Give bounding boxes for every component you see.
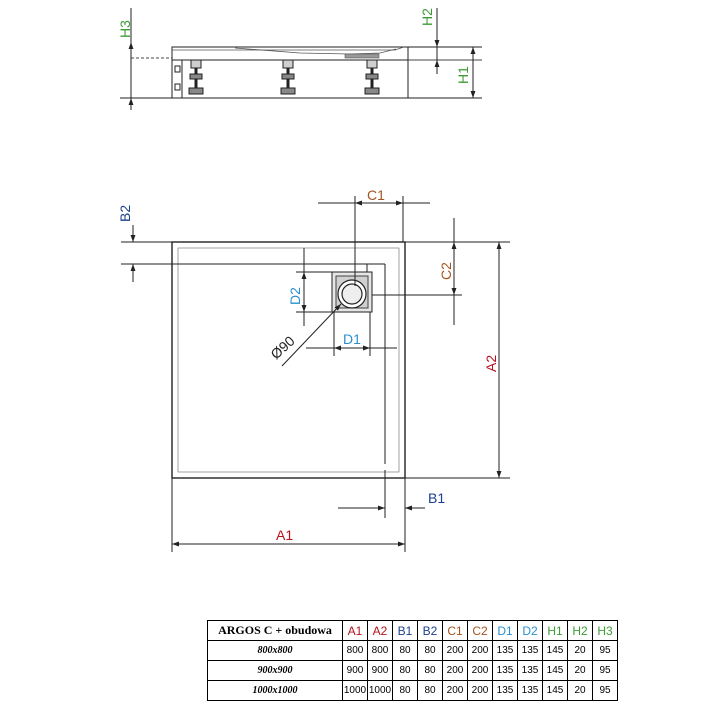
cell-d1: 135 — [492, 660, 518, 681]
cell-c1: 200 — [442, 660, 468, 681]
label-a2: A2 — [483, 355, 499, 372]
tray-legs — [174, 59, 380, 95]
header-b2: B2 — [417, 620, 443, 641]
header-h3: H3 — [592, 620, 618, 641]
cell-h1: 145 — [542, 640, 568, 661]
cell-d2: 135 — [517, 640, 543, 661]
table-header-row: ARGOS C + obudowa A1 A2 B1 B2 C1 C2 D1 D… — [207, 620, 618, 641]
cell-h3: 95 — [592, 640, 618, 661]
cell-b2: 80 — [417, 680, 443, 701]
drain — [331, 264, 373, 313]
cell-h1: 145 — [542, 660, 568, 681]
cell-b1: 80 — [392, 660, 418, 681]
label-b2: B2 — [117, 205, 133, 222]
header-c1: C1 — [442, 620, 468, 641]
cell-a2: 900 — [367, 660, 393, 681]
header-b1: B1 — [392, 620, 418, 641]
row-size: 1000x1000 — [207, 680, 343, 701]
label-d1: D1 — [343, 331, 361, 347]
header-c2: C2 — [467, 620, 493, 641]
dimension-table: ARGOS C + obudowa A1 A2 B1 B2 C1 C2 D1 D… — [207, 620, 618, 701]
cell-h2: 20 — [567, 680, 593, 701]
cell-c2: 200 — [467, 640, 493, 661]
cell-b2: 80 — [417, 660, 443, 681]
label-h1: H1 — [455, 66, 471, 84]
header-h1: H1 — [542, 620, 568, 641]
label-a1: A1 — [276, 527, 293, 543]
table-title: ARGOS C + obudowa — [207, 620, 343, 641]
cell-b1: 80 — [392, 640, 418, 661]
cell-b2: 80 — [417, 640, 443, 661]
row-size: 900x900 — [207, 660, 343, 681]
cell-a1: 800 — [342, 640, 368, 661]
header-h2: H2 — [567, 620, 593, 641]
header-a2: A2 — [367, 620, 393, 641]
top-view — [121, 196, 510, 552]
label-h3: H3 — [117, 20, 133, 38]
cell-h2: 20 — [567, 660, 593, 681]
cell-h3: 95 — [592, 660, 618, 681]
cell-c1: 200 — [442, 680, 468, 701]
label-d2: D2 — [287, 287, 303, 305]
cell-a1: 1000 — [342, 680, 368, 701]
label-b1: B1 — [428, 490, 445, 506]
cell-a2: 1000 — [367, 680, 393, 701]
header-d1: D1 — [492, 620, 518, 641]
header-a1: A1 — [342, 620, 368, 641]
cell-h3: 95 — [592, 680, 618, 701]
row-size: 800x800 — [207, 640, 343, 661]
dimension-labels: H3 H2 H1 B2 C1 C2 D2 D1 Ø90 A2 B1 A1 — [117, 8, 499, 543]
label-diameter: Ø90 — [267, 332, 298, 362]
cell-d1: 135 — [492, 640, 518, 661]
cell-h1: 145 — [542, 680, 568, 701]
cell-d2: 135 — [517, 660, 543, 681]
cell-a1: 900 — [342, 660, 368, 681]
header-d2: D2 — [517, 620, 543, 641]
cell-h2: 20 — [567, 640, 593, 661]
label-c2: C2 — [438, 262, 454, 280]
cell-b1: 80 — [392, 680, 418, 701]
cell-d2: 135 — [517, 680, 543, 701]
tray-outline-inner — [177, 247, 400, 473]
cell-a2: 800 — [367, 640, 393, 661]
tray-outline-outer — [171, 241, 406, 479]
cell-c2: 200 — [467, 660, 493, 681]
cell-c1: 200 — [442, 640, 468, 661]
cell-c2: 200 — [467, 680, 493, 701]
label-h2: H2 — [419, 8, 435, 26]
side-view — [120, 8, 482, 110]
cell-d1: 135 — [492, 680, 518, 701]
label-c1: C1 — [367, 187, 385, 203]
